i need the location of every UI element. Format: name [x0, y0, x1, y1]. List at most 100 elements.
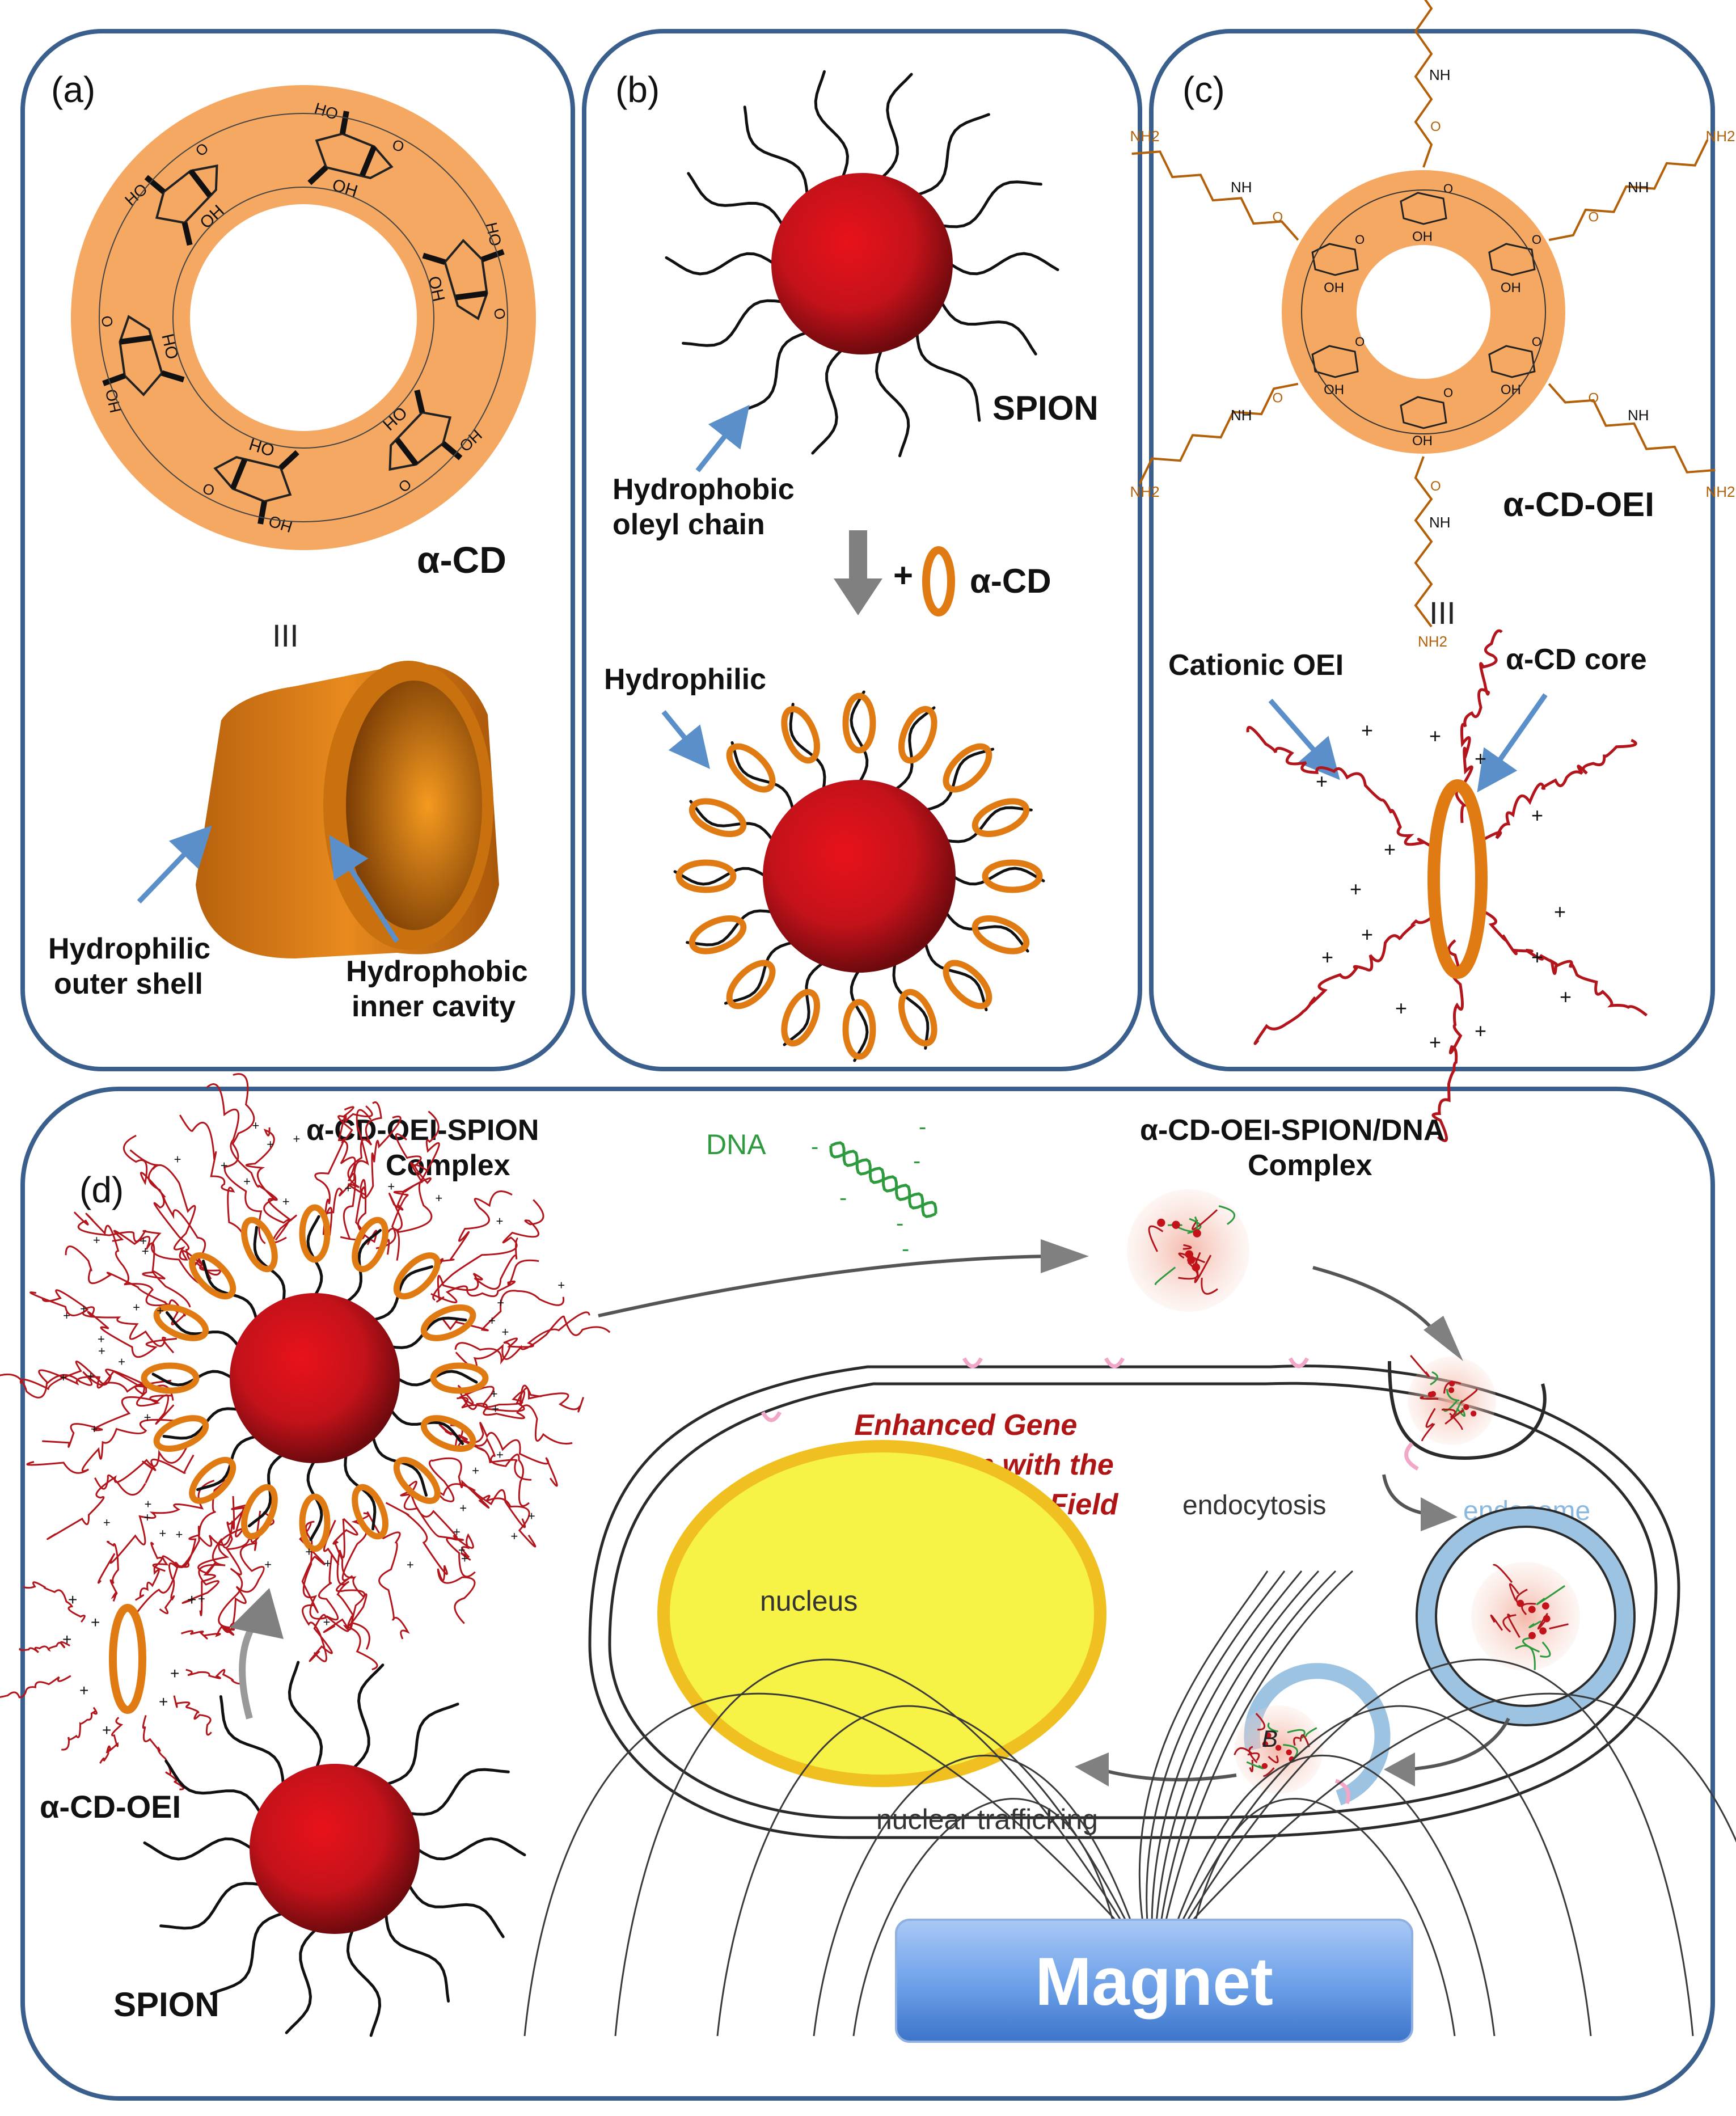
field-line-left — [852, 1798, 1114, 2037]
positive-charge: + — [459, 1501, 467, 1515]
negative-charge: - — [919, 1114, 926, 1139]
oleyl-chain — [285, 1927, 318, 2034]
oleyl-chain — [407, 1768, 510, 1816]
positive-charge: + — [282, 1194, 290, 1209]
payload-strand — [1255, 1713, 1266, 1731]
oei-coil — [85, 1213, 187, 1317]
payload-strand — [1443, 1381, 1462, 1394]
endocytosis-pit-2 — [1104, 1357, 1125, 1369]
alpha-cd-ring — [420, 1415, 476, 1452]
cationic-oei-arrow — [1268, 699, 1340, 780]
field-line-left — [716, 1705, 1128, 2037]
positive-charge: + — [1531, 945, 1543, 969]
arrow-to-bud — [1312, 1266, 1442, 1340]
payload-strand — [1528, 1620, 1541, 1628]
payload-spion — [1261, 1763, 1268, 1769]
oei-coil — [26, 1418, 178, 1474]
positive-charge: + — [62, 1631, 71, 1648]
oxygen-label: O — [1355, 233, 1365, 247]
positive-charge: + — [103, 1515, 111, 1530]
oleyl-chain — [892, 961, 930, 1050]
alpha-cd-ring — [726, 743, 776, 793]
alpha-cd-ring — [781, 706, 820, 764]
panel-c-label: (c) — [1182, 69, 1225, 110]
magnet — [895, 1919, 1413, 2043]
oleyl-chain — [915, 331, 981, 422]
oei-coil — [47, 1369, 172, 1407]
alpha-cd-ring — [898, 989, 937, 1047]
alpha-cd-ring — [972, 798, 1030, 837]
oleyl-chain — [351, 1663, 385, 1771]
oleyl-chain — [724, 941, 795, 1005]
oxygen-label: O — [1443, 386, 1453, 400]
alpha-cd-ring — [393, 1252, 441, 1300]
payload-strand — [1234, 1747, 1252, 1755]
assembly-arrow — [239, 1620, 259, 1720]
amine-label: NH2 — [1418, 633, 1447, 650]
oei-chain — [1548, 383, 1716, 474]
positive-charge: + — [145, 1497, 152, 1511]
alpha-cd-ring — [393, 1456, 441, 1504]
hydroxyl-label: OH — [1324, 280, 1344, 295]
oxygen-label: O — [1532, 335, 1541, 349]
oleyl-chain — [940, 300, 1037, 356]
field-line-right — [1189, 1692, 1736, 1924]
magnet-label: Magnet — [1035, 1944, 1273, 2020]
alpha-cd-ring — [726, 960, 776, 1010]
positive-charge: + — [87, 1369, 95, 1383]
glucose-ring — [1400, 192, 1447, 225]
nucleus-label: nucleus — [760, 1585, 858, 1617]
panel-a-frame — [20, 29, 575, 1071]
payload-strand — [1444, 1409, 1464, 1425]
endosome-2 — [1244, 1663, 1391, 1806]
oleyl-chain — [415, 1837, 526, 1861]
oei-coil — [220, 1510, 265, 1636]
oei-coil — [455, 1315, 611, 1370]
oei-chain — [1548, 139, 1709, 242]
positive-charge: + — [157, 1303, 164, 1317]
oxygen-label: O — [1588, 391, 1599, 406]
positive-charge: + — [1350, 877, 1362, 901]
endocytosis-pit-3 — [1288, 1357, 1310, 1369]
alpha-cd-oei-label: α-CD-OEI — [1503, 485, 1654, 523]
glucose-ring — [388, 411, 452, 471]
oleyl-chain — [384, 1911, 450, 2003]
payload-strand — [1522, 1637, 1540, 1653]
dna-double-helix — [829, 1141, 937, 1218]
field-line-left — [523, 1692, 1119, 2037]
equivalence-mark-c: III — [1429, 595, 1456, 631]
oei-coil — [134, 1541, 163, 1601]
outer-shell-label: Hydrophilic outer shell — [48, 932, 218, 1000]
oei-coil — [332, 1518, 368, 1627]
nuclear-trafficking-arrow — [1100, 1768, 1237, 1781]
oei-coil — [457, 1397, 573, 1445]
payload-spion — [1470, 1410, 1477, 1417]
oleyl-chain — [940, 180, 1042, 229]
positive-charge: + — [510, 1529, 518, 1543]
alpha-cd-ring — [943, 960, 992, 1010]
oei-coil — [42, 1394, 175, 1448]
oei-chain — [1414, 0, 1433, 168]
oei-coil — [441, 1290, 565, 1332]
alpha-cd-label: α-CD — [417, 539, 506, 581]
payload-strand — [1459, 1388, 1478, 1404]
oei-coil — [366, 1511, 410, 1640]
positive-charge: + — [1361, 719, 1373, 742]
alpha-cd-ring — [982, 859, 1043, 893]
free-spion-label: SPION — [113, 1986, 219, 2024]
assembly-arrowhead — [230, 1588, 284, 1639]
payload-spion — [1541, 1602, 1549, 1610]
alpha-cd-ring — [189, 1252, 236, 1300]
oleyl-chain — [143, 1837, 254, 1861]
positive-charge: + — [142, 1244, 149, 1258]
panel-b: (b) SPION Hydrophobic oleyl chain + α-CD… — [604, 69, 1099, 1062]
positive-charge: + — [221, 1159, 228, 1173]
payload-strand — [1267, 1722, 1279, 1733]
positive-charge: + — [491, 1387, 498, 1401]
payload-strand — [1446, 1388, 1460, 1401]
positive-charge: + — [159, 1526, 166, 1540]
alpha-cd-core-label: α-CD core — [1506, 643, 1647, 676]
alpha-cd-ring — [153, 1415, 209, 1452]
panel-b-label: (b) — [615, 69, 660, 110]
